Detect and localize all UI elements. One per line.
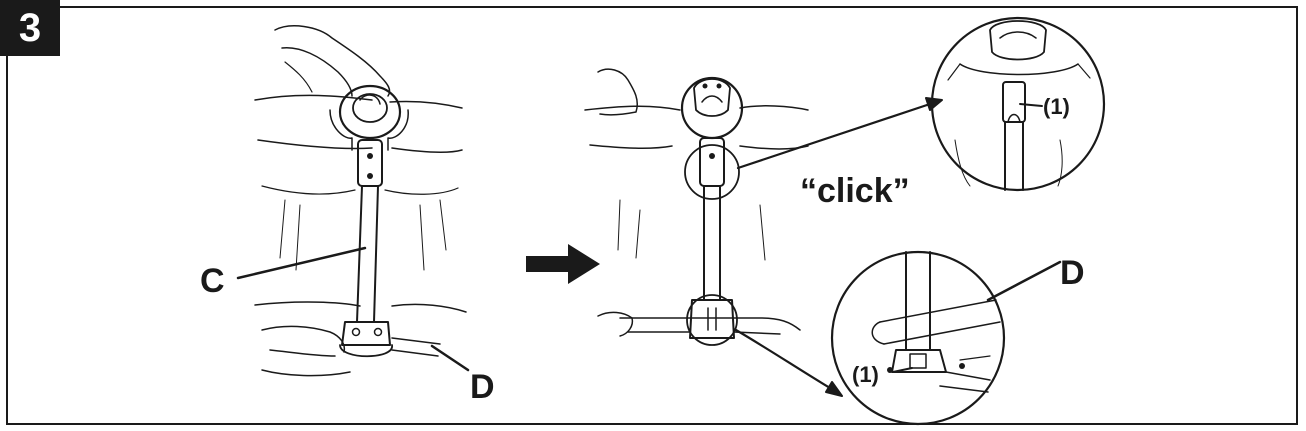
step-number-badge: 3 [0,0,60,56]
label-click: “click” [800,172,910,210]
label-c: C [200,262,225,300]
middle-figure [584,68,943,397]
label-part-1-top: (1) [1043,94,1070,119]
instruction-panel [6,6,1298,425]
zoom-circle-top [930,16,1106,192]
step-number: 3 [18,5,42,50]
left-figure [236,25,470,377]
label-part-1-bottom: (1) [852,362,879,387]
zoom-circle-bottom [830,250,1062,426]
right-arrow-icon [526,244,600,284]
label-d-left: D [470,368,495,406]
label-d-right: D [1060,254,1085,292]
